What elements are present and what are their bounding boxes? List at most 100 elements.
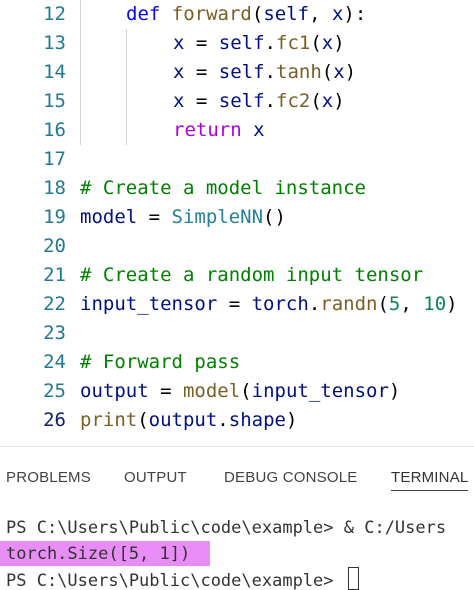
code-token: model bbox=[182, 380, 241, 402]
code-token: = bbox=[184, 32, 219, 54]
code-line[interactable]: 16 return x bbox=[0, 116, 474, 145]
code-token: model bbox=[80, 206, 138, 228]
indent-guide bbox=[80, 116, 81, 145]
code-text: x = self.tanh(x) bbox=[173, 58, 356, 87]
code-line[interactable]: 13 x = self.fc1(x) bbox=[0, 29, 474, 58]
code-line[interactable]: 24 # Forward pass bbox=[0, 348, 474, 377]
code-token: = bbox=[184, 90, 219, 112]
terminal-prompt-line[interactable]: PS C:\Users\Public\code\example> bbox=[6, 567, 359, 590]
code-text: # Create a random input tensor bbox=[80, 261, 423, 290]
code-token: = bbox=[217, 293, 252, 315]
code-line-active[interactable]: 26 print(output.shape) bbox=[0, 406, 474, 435]
indent-guide bbox=[126, 87, 127, 116]
selection-highlight bbox=[0, 541, 210, 566]
code-line[interactable]: 22 input_tensor = torch.randn(5, 10) bbox=[0, 290, 474, 319]
code-token: tanh bbox=[276, 61, 322, 83]
code-token: self bbox=[218, 61, 265, 83]
code-line[interactable]: 17 bbox=[0, 145, 474, 174]
code-token: . bbox=[308, 293, 321, 315]
code-line[interactable]: 25 output = model(input_tensor) bbox=[0, 377, 474, 406]
line-number: 15 bbox=[43, 90, 66, 112]
line-number: 17 bbox=[43, 148, 66, 170]
code-line[interactable]: 20 bbox=[0, 232, 474, 261]
terminal-prompt: PS C:\Users\Public\code\example> bbox=[6, 571, 344, 590]
code-token: ) bbox=[446, 293, 458, 315]
code-token: ) bbox=[333, 90, 345, 112]
code-token: . bbox=[264, 61, 276, 83]
tab-terminal[interactable]: TERMINAL bbox=[391, 469, 469, 491]
code-token: fc1 bbox=[276, 32, 311, 54]
terminal-cursor bbox=[347, 567, 359, 590]
indent-guide bbox=[80, 29, 81, 58]
code-line[interactable]: 18 # Create a model instance bbox=[0, 174, 474, 203]
code-token: return bbox=[173, 119, 242, 141]
indent-guide bbox=[80, 87, 81, 116]
code-token: ): bbox=[343, 3, 367, 25]
tab-output[interactable]: OUTPUT bbox=[124, 469, 187, 486]
code-line[interactable]: 15 x = self.fc2(x) bbox=[0, 87, 474, 116]
code-token: ( bbox=[321, 61, 334, 83]
code-token: shape bbox=[228, 409, 286, 431]
code-token: input_tensor bbox=[251, 380, 389, 402]
indent-guide bbox=[80, 58, 81, 87]
code-token: ( bbox=[251, 3, 264, 25]
code-token: self bbox=[263, 3, 310, 25]
tab-debug-console[interactable]: DEBUG CONSOLE bbox=[224, 469, 358, 486]
code-token: x bbox=[173, 32, 185, 54]
code-token: x bbox=[253, 119, 265, 141]
code-token: . bbox=[217, 409, 229, 431]
code-token: ( bbox=[137, 409, 149, 431]
code-editor[interactable]: 12 def forward(self, x): 13 x = self.fc1… bbox=[0, 0, 474, 446]
code-text: # Forward pass bbox=[80, 348, 240, 377]
code-token bbox=[160, 3, 171, 25]
code-text: # Create a model instance bbox=[80, 174, 366, 203]
code-text: def forward(self, x): bbox=[126, 0, 366, 29]
code-token: # Create a random input tensor bbox=[80, 264, 424, 286]
code-token: # Create a model instance bbox=[80, 177, 366, 199]
line-number: 12 bbox=[43, 3, 66, 25]
code-line[interactable]: 23 bbox=[0, 319, 474, 348]
indent-guide bbox=[126, 29, 127, 58]
code-token: output bbox=[148, 409, 218, 431]
code-token: . bbox=[264, 32, 276, 54]
code-line[interactable]: 21 # Create a random input tensor bbox=[0, 261, 474, 290]
tab-problems[interactable]: PROBLEMS bbox=[6, 469, 91, 486]
code-token: ) bbox=[388, 380, 401, 402]
line-number: 24 bbox=[43, 351, 66, 373]
panel-tabs: PROBLEMS OUTPUT DEBUG CONSOLE TERMINAL bbox=[0, 447, 474, 507]
line-number: 26 bbox=[43, 409, 66, 431]
code-token: , bbox=[309, 3, 332, 25]
code-token: input_tensor bbox=[80, 293, 218, 315]
line-number: 25 bbox=[43, 380, 66, 402]
code-token: x bbox=[321, 90, 334, 112]
code-token: = bbox=[148, 380, 183, 402]
line-number: 13 bbox=[43, 32, 66, 54]
code-text: model = SimpleNN() bbox=[80, 203, 286, 232]
code-token: self bbox=[218, 32, 265, 54]
code-line[interactable]: 12 def forward(self, x): bbox=[0, 0, 474, 29]
bottom-panel: PROBLEMS OUTPUT DEBUG CONSOLE TERMINAL P… bbox=[0, 446, 474, 590]
line-number: 14 bbox=[43, 61, 66, 83]
code-token: def bbox=[126, 3, 161, 25]
line-number: 20 bbox=[43, 235, 66, 257]
code-text: x = self.fc1(x) bbox=[173, 29, 345, 58]
code-text: print(output.shape) bbox=[80, 406, 297, 435]
code-token: x bbox=[173, 90, 185, 112]
terminal-line: PS C:\Users\Public\code\example> & C:/Us… bbox=[6, 518, 447, 538]
code-token: self bbox=[218, 90, 265, 112]
code-text: output = model(input_tensor) bbox=[80, 377, 400, 406]
code-token: torch bbox=[251, 293, 309, 315]
line-number: 22 bbox=[43, 293, 66, 315]
code-line[interactable]: 14 x = self.tanh(x) bbox=[0, 58, 474, 87]
code-line[interactable]: 19 model = SimpleNN() bbox=[0, 203, 474, 232]
terminal-output[interactable]: PS C:\Users\Public\code\example> & C:/Us… bbox=[0, 511, 474, 590]
code-text: x = self.fc2(x) bbox=[173, 87, 345, 116]
code-token: ) bbox=[285, 409, 298, 431]
code-text: return x bbox=[173, 116, 265, 145]
line-number: 19 bbox=[43, 206, 66, 228]
code-token: . bbox=[264, 90, 276, 112]
code-token: output bbox=[80, 380, 149, 402]
code-token: # Forward pass bbox=[80, 351, 241, 373]
code-token: 5 bbox=[388, 293, 401, 315]
